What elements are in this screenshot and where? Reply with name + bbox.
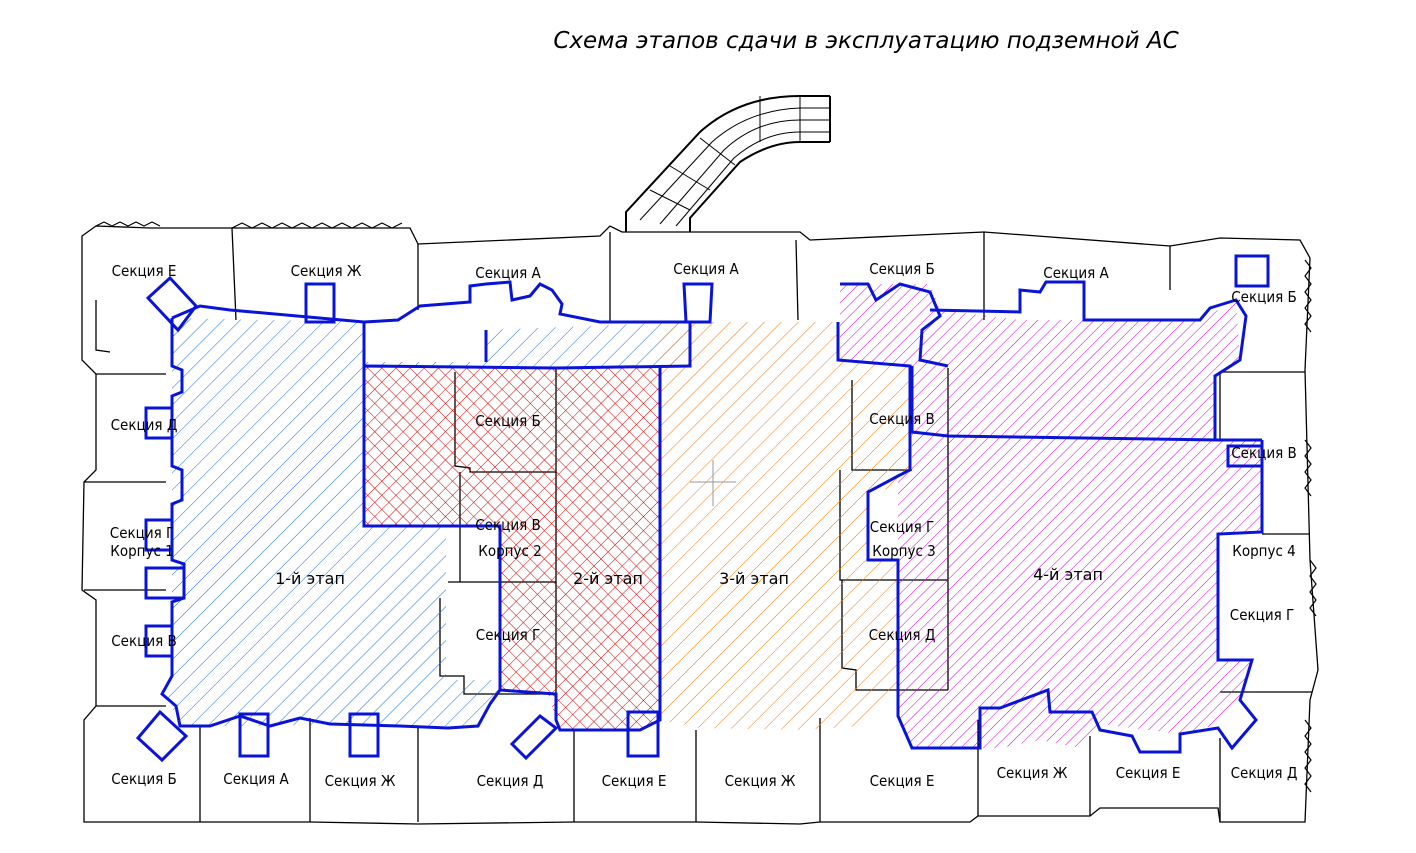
section-label: Секция Д (869, 626, 936, 644)
section-label: Секция Е (870, 772, 935, 790)
section-label: Секция Г (476, 626, 540, 644)
section-label: Секция Б (869, 260, 935, 278)
section-label: Секция Г (1230, 606, 1294, 624)
stage-4-area (840, 284, 1262, 748)
stage-boundaries (135, 254, 1270, 763)
building-4-label: Корпус 4 (1232, 542, 1296, 560)
section-label: Секция Г (870, 518, 934, 536)
stage-4-label: 4-й этап (1033, 565, 1103, 584)
stage-2-area (364, 366, 660, 730)
section-label: Секция А (475, 264, 541, 282)
section-label: Секция Ж (997, 764, 1068, 782)
section-label: Секция Г (110, 524, 174, 542)
crosshair-mark (690, 460, 736, 506)
building-3-label: Корпус 3 (872, 542, 936, 560)
diagram-title: Схема этапов сдачи в эксплуатацию подзем… (553, 28, 1178, 54)
section-label: Секция А (1043, 264, 1109, 282)
section-label: Секция Е (1116, 764, 1181, 782)
ramp (625, 95, 831, 232)
section-label: Секция Ж (725, 772, 796, 790)
section-label: Секция Д (1231, 764, 1298, 782)
section-label: Секция Б (111, 770, 177, 788)
building-2-label: Корпус 2 (478, 542, 542, 560)
section-label: Секция В (869, 410, 935, 428)
section-label: Секция В (1231, 444, 1297, 462)
stage-1-area (166, 318, 690, 726)
section-label: Секция В (475, 516, 541, 534)
section-label: Секция Ж (291, 262, 362, 280)
building-1-label: Корпус 1 (110, 542, 174, 560)
section-label: Секция Б (1231, 288, 1297, 306)
section-label: Секция Б (475, 412, 541, 430)
stage-1-label: 1-й этап (275, 569, 345, 588)
break-lines (95, 221, 1317, 793)
section-label: Секция В (111, 632, 177, 650)
section-label: Секция Е (112, 262, 177, 280)
stage-3-area (660, 322, 910, 730)
section-label: Секция А (673, 260, 739, 278)
section-label: Секция Д (111, 416, 178, 434)
section-label: Секция Д (477, 772, 544, 790)
section-label: Секция Е (602, 772, 667, 790)
section-labels: Секция Е Секция Ж Секция Д Секция Г Секц… (110, 260, 1298, 790)
section-label: Секция А (223, 770, 289, 788)
stage-2-label: 2-й этап (573, 569, 643, 588)
stage-3-label: 3-й этап (719, 569, 789, 588)
section-label: Секция Ж (325, 772, 396, 790)
